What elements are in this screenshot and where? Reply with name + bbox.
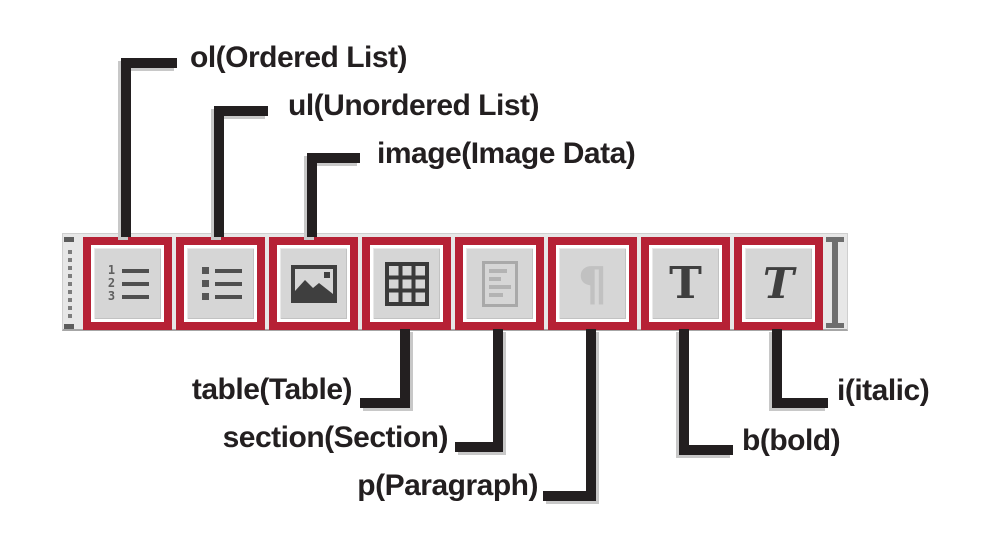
section-icon bbox=[481, 260, 518, 307]
table-icon bbox=[384, 261, 429, 306]
toolbar-end-separator bbox=[826, 237, 844, 328]
toolbar-button-image[interactable] bbox=[269, 237, 358, 330]
callout-label-ol: ol(Ordered List) bbox=[190, 41, 408, 74]
callout-label-section: section(Section) bbox=[222, 421, 449, 454]
unordered-list-icon bbox=[200, 262, 242, 305]
connector-table bbox=[360, 329, 410, 408]
connector-i bbox=[772, 329, 828, 408]
toolbar-button-italic[interactable]: T bbox=[734, 237, 823, 330]
italic-icon: T bbox=[762, 258, 795, 308]
bold-icon: T bbox=[669, 257, 702, 309]
toolbar-button-table[interactable] bbox=[362, 237, 451, 330]
connector-b bbox=[679, 329, 733, 455]
image-icon bbox=[290, 264, 337, 303]
connector-ul bbox=[214, 106, 268, 237]
toolbar-button-ordered-list[interactable]: 1 2 3 bbox=[83, 237, 172, 330]
ordered-list-icon: 1 2 3 bbox=[107, 262, 149, 305]
toolbar-drag-handle[interactable] bbox=[64, 236, 75, 329]
toolbar-button-paragraph[interactable]: ¶ bbox=[548, 237, 637, 330]
callout-label-i: i(italic) bbox=[837, 374, 930, 407]
toolbar-button-bold[interactable]: T bbox=[641, 237, 730, 330]
callout-label-ul: ul(Unordered List) bbox=[288, 89, 540, 122]
callout-label-b: b(bold) bbox=[742, 424, 841, 457]
connector-section bbox=[455, 329, 503, 452]
editor-toolbar: 1 2 3 bbox=[62, 233, 848, 331]
toolbar-button-section[interactable] bbox=[455, 237, 544, 330]
callout-label-table: table(Table) bbox=[191, 373, 353, 406]
connector-ol bbox=[121, 58, 177, 237]
connector-p bbox=[543, 329, 596, 501]
paragraph-icon: ¶ bbox=[577, 256, 608, 311]
callout-label-p: p(Paragraph) bbox=[357, 469, 538, 502]
connector-image bbox=[307, 153, 360, 237]
callout-label-image: image(Image Data) bbox=[377, 137, 636, 170]
toolbar-button-unordered-list[interactable] bbox=[176, 237, 265, 330]
